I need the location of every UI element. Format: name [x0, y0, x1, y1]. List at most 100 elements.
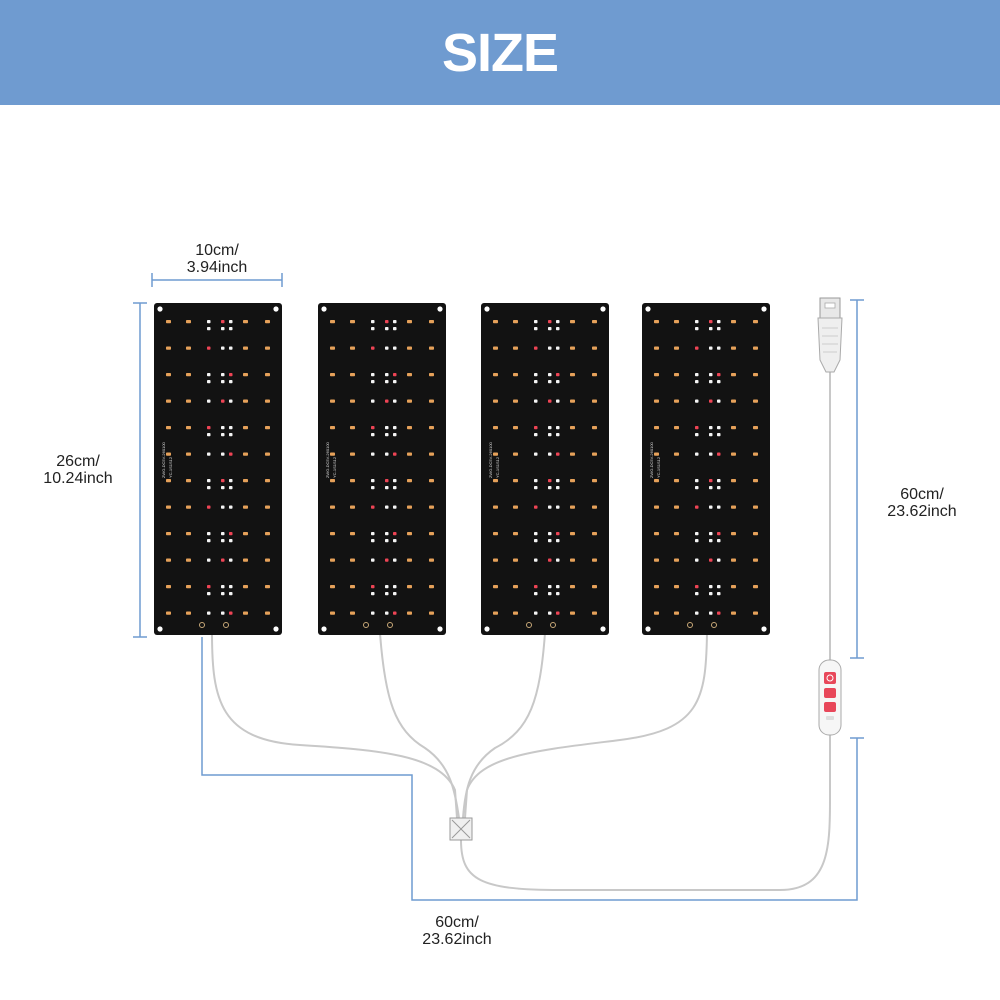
led-chip	[229, 592, 233, 596]
led-chip	[265, 373, 270, 377]
led-chip	[753, 505, 758, 509]
led-chip	[534, 426, 538, 430]
led-chip	[717, 479, 721, 483]
led-chip	[407, 505, 412, 509]
led-chip	[393, 320, 397, 324]
led-chip	[513, 611, 518, 615]
led-chip	[717, 426, 721, 430]
cables	[211, 372, 831, 891]
led-chip	[429, 320, 434, 324]
led-chip	[548, 452, 552, 456]
mode-button-icon	[824, 688, 836, 698]
led-chip	[221, 532, 225, 536]
led-chip	[695, 539, 699, 543]
mounting-hole	[761, 306, 767, 312]
connector-pad	[687, 622, 693, 628]
led-chip	[350, 452, 355, 456]
led-chip	[407, 346, 412, 350]
bottom-cable-dimension-line	[201, 637, 858, 901]
led-chip	[429, 505, 434, 509]
led-chip	[534, 611, 538, 615]
led-chip	[709, 426, 713, 430]
led-chip	[695, 532, 699, 536]
led-chip	[229, 320, 233, 324]
led-chip	[330, 479, 335, 483]
led-chip	[429, 479, 434, 483]
led-chip	[393, 373, 397, 377]
led-chip	[166, 558, 171, 562]
led-chip	[548, 399, 552, 403]
led-chip	[265, 452, 270, 456]
led-chip	[717, 373, 721, 377]
led-chip	[592, 558, 597, 562]
led-chip	[592, 452, 597, 456]
led-chip	[513, 532, 518, 536]
led-chip	[731, 558, 736, 562]
led-chip	[592, 426, 597, 430]
mounting-hole	[273, 306, 279, 312]
led-chip	[695, 585, 699, 589]
led-chip	[393, 585, 397, 589]
led-chip	[207, 346, 211, 350]
led-chip	[654, 452, 659, 456]
led-chip	[207, 320, 211, 324]
led-chip	[709, 452, 713, 456]
led-chip	[330, 532, 335, 536]
led-chip	[385, 426, 389, 430]
led-chip	[371, 346, 375, 350]
led-chip	[350, 558, 355, 562]
led-chip	[513, 479, 518, 483]
led-chip	[221, 479, 225, 483]
led-chip	[674, 558, 679, 562]
led-chip	[731, 452, 736, 456]
led-chip	[592, 320, 597, 324]
led-chip	[407, 558, 412, 562]
led-chip	[513, 558, 518, 562]
led-chip	[753, 479, 758, 483]
led-chip	[548, 592, 552, 596]
led-chip	[674, 346, 679, 350]
led-chip	[654, 373, 659, 377]
led-chip	[548, 532, 552, 536]
led-chip	[731, 479, 736, 483]
led-chip	[493, 558, 498, 562]
led-chip	[330, 585, 335, 589]
led-chip	[513, 452, 518, 456]
led-chip	[556, 611, 560, 615]
led-chip	[371, 426, 375, 430]
led-chip	[393, 592, 397, 596]
led-chip	[556, 433, 560, 437]
led-chip	[709, 486, 713, 490]
led-chip	[229, 585, 233, 589]
led-chip	[371, 611, 375, 615]
led-chip	[429, 585, 434, 589]
bottom-cable-length-label: 60cm/ 23.62inch	[397, 914, 517, 948]
led-chip	[548, 346, 552, 350]
led-chip	[407, 585, 412, 589]
led-chip	[166, 532, 171, 536]
led-chip	[243, 611, 248, 615]
panel-print-code-b: YC-1S1S12	[656, 456, 661, 478]
led-chip	[407, 373, 412, 377]
led-chip	[350, 399, 355, 403]
led-chip	[229, 327, 233, 331]
led-chip	[330, 399, 335, 403]
led-chip	[534, 592, 538, 596]
led-chip	[407, 426, 412, 430]
led-chip	[717, 320, 721, 324]
led-chip	[166, 452, 171, 456]
led-chip	[674, 611, 679, 615]
led-chip	[548, 505, 552, 509]
main-cable	[460, 735, 831, 891]
led-chip	[548, 479, 552, 483]
led-chip	[221, 327, 225, 331]
led-chip	[654, 479, 659, 483]
mounting-hole	[484, 626, 490, 632]
led-chip	[371, 479, 375, 483]
led-chip	[243, 532, 248, 536]
led-chip	[371, 592, 375, 596]
led-chip	[429, 426, 434, 430]
power-button-icon	[824, 672, 836, 684]
